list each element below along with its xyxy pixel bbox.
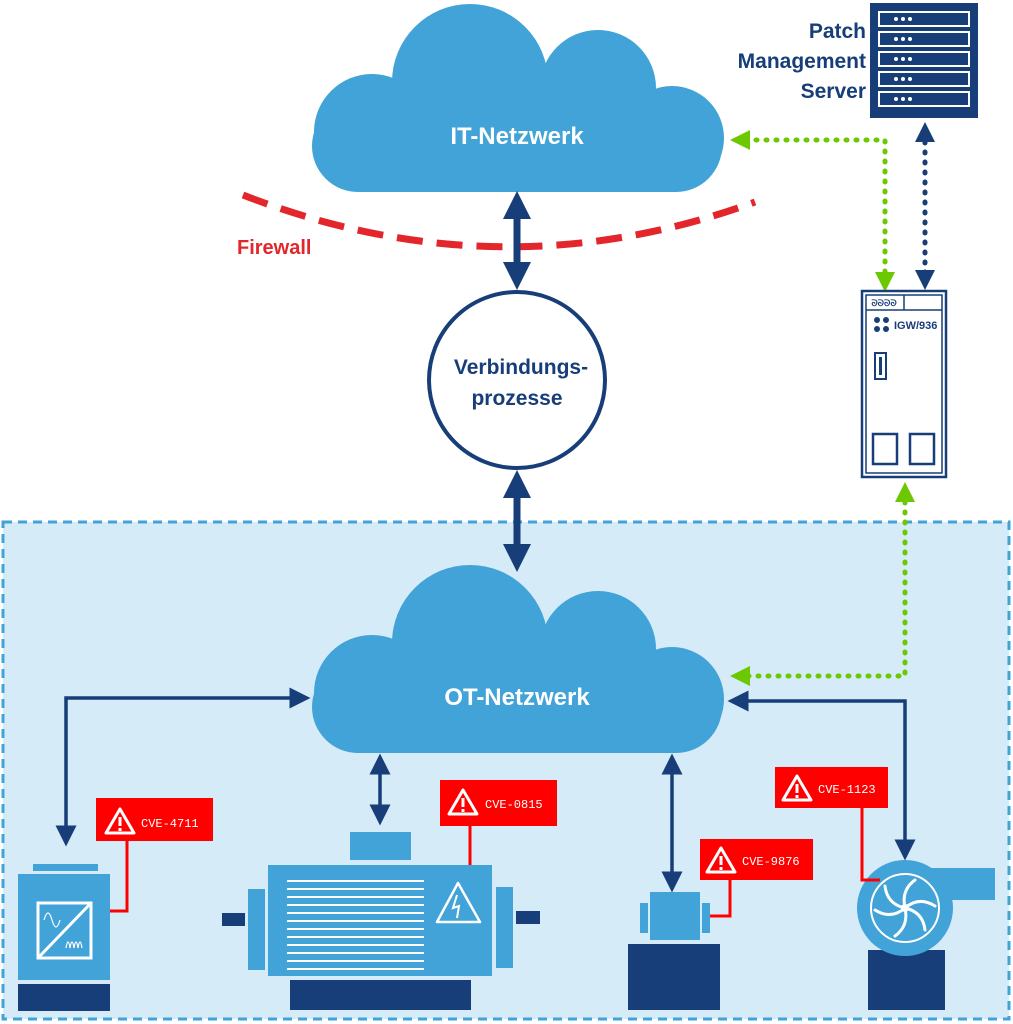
server-label-2: Management — [738, 50, 866, 73]
small-motor-icon — [628, 892, 720, 1010]
arrow-ot-pump — [727, 690, 916, 861]
cve-label: CVE-4711 — [141, 817, 199, 831]
cve-badge[interactable]: CVE-9876 — [700, 839, 813, 880]
gateway-device-icon: ᘐᘐᘐᘐ — [860, 289, 948, 479]
cve-badge[interactable]: CVE-1123 — [775, 767, 888, 808]
svg-text:ᘐᘐᘐᘐ: ᘐᘐᘐᘐ — [871, 298, 897, 308]
cve-label: CVE-1123 — [818, 783, 876, 797]
server-label-1: Patch — [809, 20, 866, 43]
frequency-inverter-icon — [18, 864, 110, 1011]
cve-label: CVE-9876 — [742, 855, 800, 869]
server-label-3: Server — [801, 80, 866, 103]
process-label-2: prozesse — [471, 387, 562, 410]
cve-badge[interactable]: CVE-0815 — [440, 780, 557, 826]
gateway-label: IGW/936 — [894, 320, 937, 332]
arrow-ot-inverter — [55, 687, 311, 847]
link-gateway-it — [730, 130, 895, 292]
process-circle — [427, 290, 607, 470]
cve-badge[interactable]: CVE-4711 — [96, 798, 213, 841]
firewall-line — [241, 191, 757, 251]
pump-icon — [857, 860, 995, 1010]
firewall-label: Firewall — [237, 237, 311, 259]
electric-motor-icon — [222, 832, 540, 1010]
cve-label: CVE-0815 — [485, 798, 543, 812]
process-label-1: Verbindungs- — [454, 356, 588, 379]
it-network-cloud — [312, 4, 724, 192]
ot-network-label: OT-Netzwerk — [444, 684, 590, 711]
high-voltage-icon — [435, 881, 482, 924]
link-gateway-ot — [730, 482, 915, 686]
it-network-label: IT-Netzwerk — [450, 123, 584, 150]
server-rack-icon — [870, 3, 978, 118]
